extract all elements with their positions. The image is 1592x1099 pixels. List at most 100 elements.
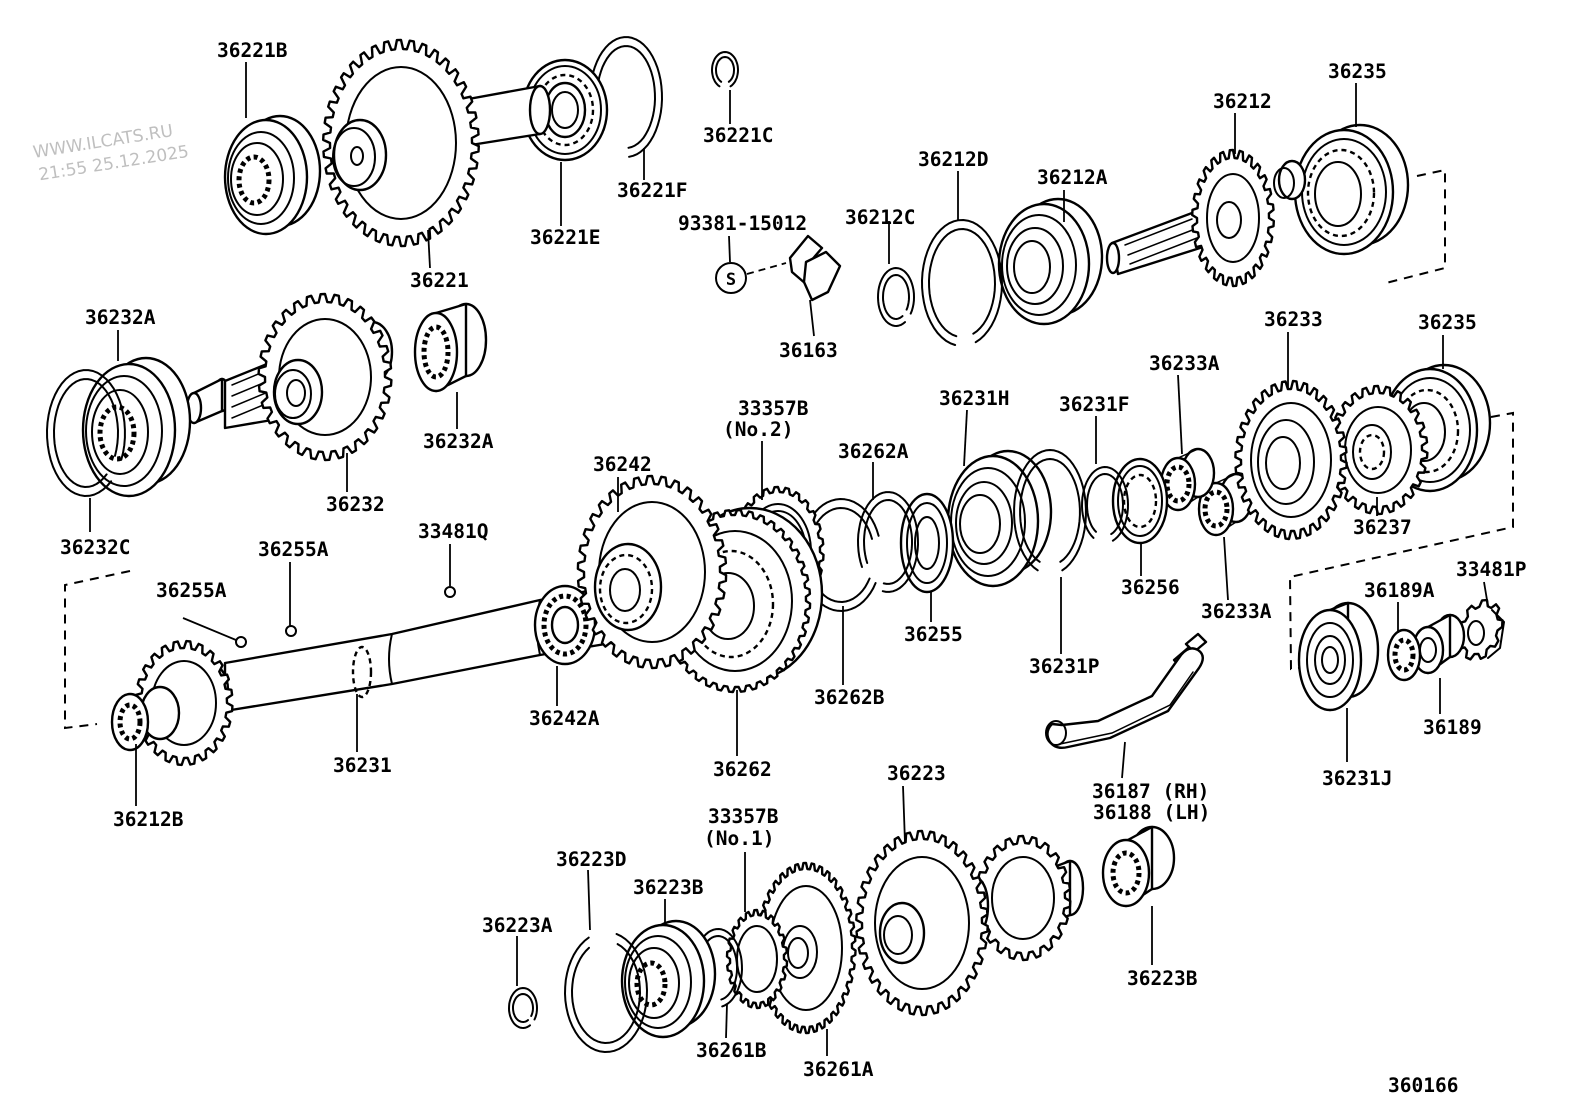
- label-36233: 36233: [1264, 308, 1323, 331]
- label-no2: (No.2): [723, 418, 793, 441]
- dashed-bracket-left: [64, 570, 131, 730]
- part-36212c-snap-ring: [877, 267, 915, 327]
- diagram-code: 360166: [1388, 1074, 1458, 1097]
- watermark: WWW.ILCATS.RU 21:55 25.12.2025: [32, 121, 191, 185]
- part-36221b-hub: [223, 114, 322, 236]
- part-36212b-gear-bearing: [110, 639, 234, 767]
- part-36221c-snap-ring: [711, 51, 739, 88]
- part-36187-36188-lever: [1045, 632, 1208, 750]
- part-36232a-hub: [81, 356, 192, 498]
- label-36233a-bottom: 36233A: [1201, 600, 1272, 623]
- part-labels: 36221B 36221 36221E 36221F 36221C 93381-…: [60, 39, 1526, 1097]
- label-33481q: 33481Q: [418, 520, 488, 543]
- label-36235-right: 36235: [1418, 311, 1477, 334]
- part-36189a-bearing: [1386, 628, 1422, 682]
- part-36223-cluster-gear: [855, 829, 1085, 1017]
- label-36188-lh: 36188 (LH): [1093, 801, 1210, 824]
- label-36255a-1: 36255A: [156, 579, 227, 602]
- part-36212-cone: [1273, 159, 1307, 201]
- part-36233-gear: [1234, 379, 1348, 541]
- part-36231f-snap-ring: [1081, 466, 1129, 542]
- label-36232: 36232: [326, 493, 385, 516]
- label-36237: 36237: [1353, 516, 1412, 539]
- part-36262a-ring: [857, 491, 919, 593]
- label-36242: 36242: [593, 453, 652, 476]
- label-36231p: 36231P: [1029, 655, 1099, 678]
- label-36223b-left: 36223B: [633, 876, 704, 899]
- label-36221: 36221: [410, 269, 469, 292]
- label-36212c: 36212C: [845, 206, 915, 229]
- label-36261b: 36261B: [696, 1039, 767, 1062]
- label-36223d: 36223D: [556, 848, 626, 871]
- part-36223d-ring: [564, 933, 648, 1053]
- part-93381-screw: S: [715, 262, 787, 294]
- label-36221e: 36221E: [530, 226, 600, 249]
- assembly-36212: [877, 123, 1410, 346]
- dashed-guides: [64, 168, 1514, 730]
- label-36223a: 36223A: [482, 914, 553, 937]
- label-36262: 36262: [713, 758, 772, 781]
- assembly-speedo-drive: [1297, 598, 1505, 712]
- label-36221f: 36221F: [617, 179, 687, 202]
- label-36231h: 36231H: [939, 387, 1009, 410]
- part-36223b-right-bearing: [1101, 825, 1176, 908]
- part-36212a-hub: [997, 197, 1104, 326]
- label-36163: 36163: [779, 339, 838, 362]
- label-36242a: 36242A: [529, 707, 600, 730]
- part-36233a-needle-bearing-1: [1159, 447, 1216, 512]
- label-36255a-2: 36255A: [258, 538, 329, 561]
- label-33481p: 33481P: [1456, 558, 1526, 581]
- part-36212d-snap-ring: [921, 219, 1003, 346]
- label-36221c: 36221C: [703, 124, 773, 147]
- label-36262b: 36262B: [814, 686, 885, 709]
- part-36223b-left-drum: [620, 919, 717, 1039]
- assembly-36232: [46, 292, 488, 498]
- part-36235-top-hub: [1293, 123, 1410, 256]
- part-33357b-no1-synchro-ring: [725, 908, 789, 1010]
- part-36163-clip: [788, 234, 842, 302]
- part-36232c-snap-ring: [46, 369, 126, 497]
- label-36221b: 36221B: [217, 39, 288, 62]
- label-36232a-2: 36232A: [423, 430, 494, 453]
- label-36235-top: 36235: [1328, 60, 1387, 83]
- part-36189-gear: [1411, 613, 1466, 675]
- part-36232-gear-shaft: [185, 292, 394, 462]
- screw-dashed-line: [746, 262, 787, 275]
- label-36212b: 36212B: [113, 808, 184, 831]
- label-36261a: 36261A: [803, 1058, 874, 1081]
- label-33357b-no2: 33357B: [738, 397, 809, 420]
- label-36189a: 36189A: [1364, 579, 1435, 602]
- label-36231j: 36231J: [1322, 767, 1392, 790]
- part-33481p-clip: [1456, 598, 1505, 661]
- part-36223a-snap-ring: [508, 987, 538, 1029]
- label-36232a-1: 36232A: [85, 306, 156, 329]
- label-36262a: 36262A: [838, 440, 909, 463]
- label-36232c: 36232C: [60, 536, 130, 559]
- label-93381-15012: 93381-15012: [678, 212, 807, 235]
- part-36221-gear-shaft: [322, 38, 552, 248]
- label-33357b-no1: 33357B: [708, 805, 779, 828]
- part-36242a-roller-bearing: [533, 584, 597, 666]
- label-36223: 36223: [887, 762, 946, 785]
- label-36189: 36189: [1423, 716, 1482, 739]
- label-36256: 36256: [1121, 576, 1180, 599]
- assembly-input-shaft: [223, 36, 739, 248]
- part-36232a-bushing: [413, 302, 488, 393]
- assembly-center-chain: [576, 447, 1254, 694]
- part-36212-gear-shaft: [1105, 148, 1275, 288]
- part-36231h-drum: [946, 449, 1053, 588]
- label-36255: 36255: [904, 623, 963, 646]
- part-36231j-bearing: [1297, 601, 1380, 712]
- assembly-right-gears: [1234, 363, 1492, 541]
- label-36212d: 36212D: [918, 148, 988, 171]
- label-36231: 36231: [333, 754, 392, 777]
- label-36212: 36212: [1213, 90, 1272, 113]
- dashed-bracket-bottom-right: [1288, 411, 1514, 671]
- screw-symbol: S: [726, 270, 736, 290]
- label-36231f: 36231F: [1059, 393, 1129, 416]
- label-no1: (No.1): [704, 827, 774, 850]
- part-36231p-snap-ring: [1013, 449, 1087, 572]
- label-36212a: 36212A: [1037, 166, 1108, 189]
